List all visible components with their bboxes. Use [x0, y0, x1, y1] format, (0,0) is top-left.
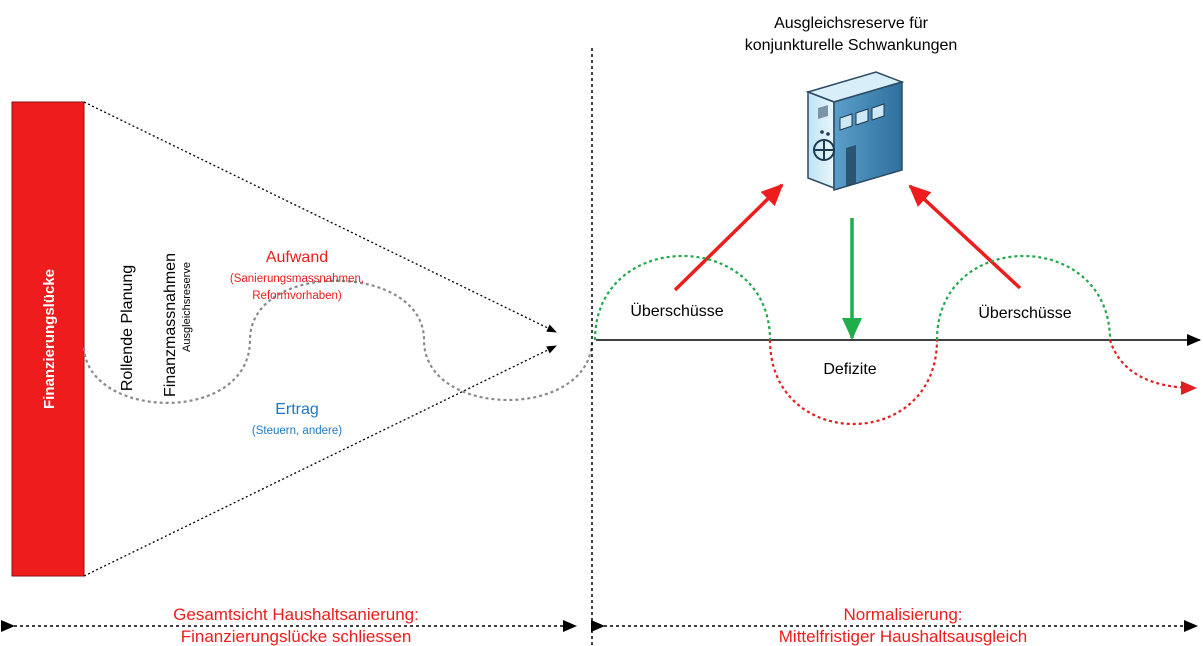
reserve-title-line1: Ausgleichsreserve für — [774, 15, 929, 32]
surplus-right-label: Überschüsse — [978, 304, 1071, 322]
expense-detail-line1: (Sanierungsmassnahmen, — [230, 273, 364, 285]
financing-gap-bar — [11, 101, 85, 577]
right-caption-line2: Mittelfristiger Haushaltsausgleich — [779, 627, 1028, 646]
right-caption-line1: Normalisierung: — [843, 605, 962, 624]
finance-measures-label: Finanzmassnahmen — [162, 253, 179, 397]
expense-detail-line2: Reformvorhaben) — [252, 290, 342, 302]
surplus-wave-left — [593, 254, 772, 341]
planning-wave-curve — [82, 279, 594, 404]
balancing-reserve-small-label: Ausgleichsreserve — [181, 262, 193, 352]
financing-gap-bar-label: Finanzierungslücke — [41, 269, 58, 409]
funnel-upper-line — [83, 101, 557, 333]
reserve-title-line2: konjunkturelle Schwankungen — [745, 37, 958, 54]
deficit-wave — [768, 339, 939, 426]
expense-title: Aufwand — [266, 249, 328, 266]
funnel-lower-line — [83, 345, 557, 577]
surplus-left-arrow — [673, 183, 784, 292]
rolling-planning-label: Rollende Planung — [119, 265, 136, 391]
building-vault-icon — [805, 71, 905, 192]
surplus-left-label: Überschüsse — [630, 302, 723, 320]
surplus-wave-right — [935, 254, 1112, 341]
left-caption-line1: Gesamtsicht Haushaltsanierung: — [173, 605, 419, 624]
deficit-label: Defizite — [823, 361, 876, 378]
revenue-detail: (Steuern, andere) — [252, 425, 342, 437]
left-caption-line2: Finanzierungslücke schliessen — [181, 627, 412, 646]
revenue-title: Ertrag — [275, 401, 319, 418]
deficit-wave-continuation — [1108, 339, 1197, 395]
surplus-right-arrow — [908, 184, 1022, 290]
